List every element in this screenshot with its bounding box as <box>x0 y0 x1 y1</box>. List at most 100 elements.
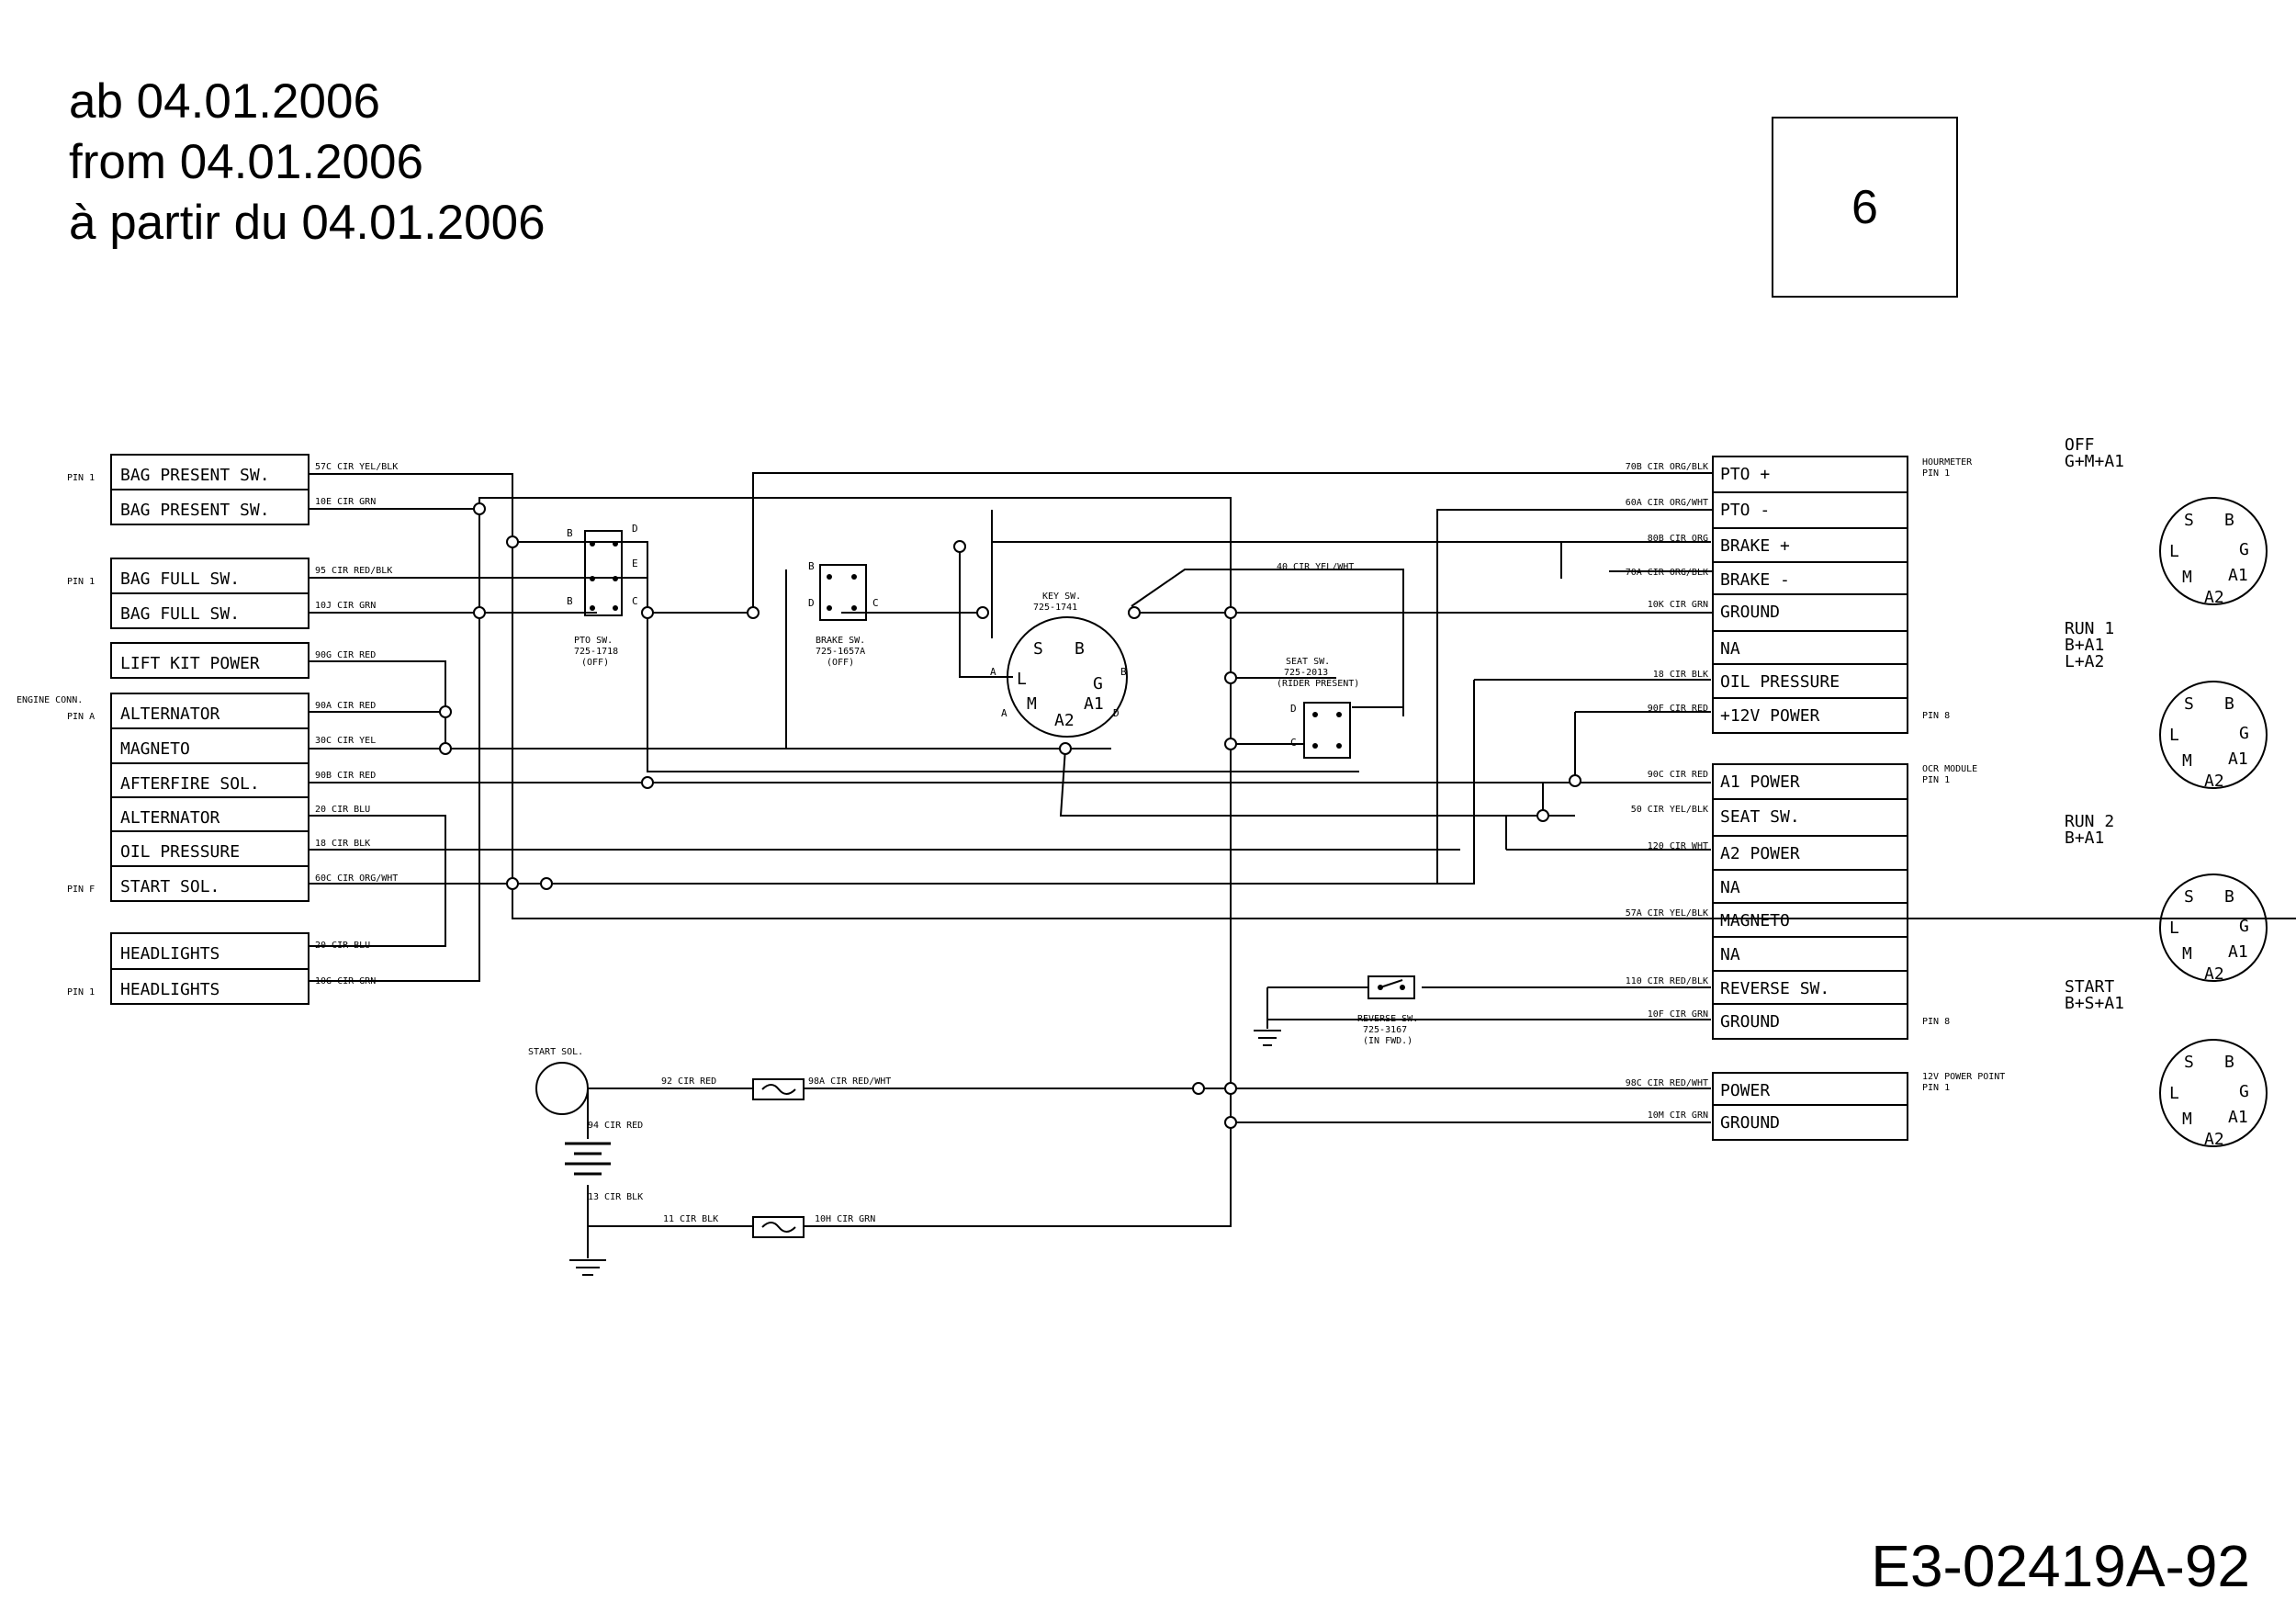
junction-dot <box>540 877 553 890</box>
right-connector-label: NA <box>1720 639 1740 659</box>
right-connector-label: PTO - <box>1720 501 1770 520</box>
left-wire-label: 18 CIR BLK <box>315 839 370 849</box>
junction-dot <box>1224 1116 1237 1129</box>
key-position-terminal: A2 <box>2204 964 2224 984</box>
svg-text:D: D <box>632 523 638 535</box>
engine-conn-label: ENGINE CONN. <box>17 695 83 705</box>
key-position-combo: B+A1 <box>2065 636 2104 655</box>
junction-dot <box>506 877 519 890</box>
svg-text:A1: A1 <box>1084 694 1104 714</box>
reverse-switch-part: 725-3167 <box>1363 1025 1407 1035</box>
right-wire-label: 98C CIR RED/WHT <box>1626 1078 1708 1088</box>
left-connector-label: LIFT KIT POWER <box>120 654 260 673</box>
key-position-terminal: S <box>2184 511 2194 530</box>
svg-text:M: M <box>1027 694 1037 714</box>
wire-10h: 10H CIR GRN <box>815 1214 875 1224</box>
left-wire-label: 20 CIR BLU <box>315 941 370 951</box>
fuse-bottom <box>752 1216 805 1238</box>
power-point-label: 12V POWER POINT <box>1922 1072 2005 1082</box>
right-connector-label: OIL PRESSURE <box>1720 672 1840 692</box>
left-wire-label: 10E CIR GRN <box>315 497 376 507</box>
svg-text:D: D <box>808 597 815 609</box>
junction-dot <box>1224 671 1237 684</box>
key-position-combo: G+M+A1 <box>2065 452 2124 471</box>
svg-text:B: B <box>1120 666 1127 678</box>
start-solenoid-label: START SOL. <box>528 1047 583 1057</box>
left-wire-label: 95 CIR RED/BLK <box>315 566 392 576</box>
pto-switch-part: 725-1718 <box>574 647 618 657</box>
right-connector-label: GROUND <box>1720 1012 1780 1031</box>
reverse-switch-name: REVERSE SW. <box>1357 1014 1418 1024</box>
right-connector-label: BRAKE - <box>1720 570 1790 590</box>
key-position-terminal: A1 <box>2228 566 2248 585</box>
junction-dot <box>953 540 966 553</box>
key-position-terminal: G <box>2239 917 2249 936</box>
key-position-terminal: M <box>2182 751 2192 771</box>
key-position-combo: B+A1 <box>2065 828 2104 848</box>
key-position-terminal: B <box>2224 1053 2234 1072</box>
key-position-terminal: S <box>2184 694 2194 714</box>
junction-dot <box>1536 809 1549 822</box>
key-position-terminal: S <box>2184 1053 2194 1072</box>
key-position-terminal: M <box>2182 1110 2192 1129</box>
right-connector-label: POWER <box>1720 1081 1770 1100</box>
wire-13: 13 CIR BLK <box>588 1192 643 1202</box>
left-pin-label: PIN A <box>67 712 95 722</box>
right-connector-block <box>1712 1072 1908 1141</box>
right-connector-label: GROUND <box>1720 603 1780 622</box>
right-wire-label: 18 CIR BLK <box>1653 670 1708 680</box>
ocr-module-pin: PIN 1 <box>1922 775 1950 785</box>
left-wire-label: 90B CIR RED <box>315 771 376 781</box>
pto-switch-name: PTO SW. <box>574 636 613 646</box>
svg-text:C: C <box>632 595 638 607</box>
left-pin-label: PIN 1 <box>67 577 95 587</box>
pin-8a: PIN 8 <box>1922 711 1950 721</box>
pin-8b: PIN 8 <box>1922 1017 1950 1027</box>
svg-text:A2: A2 <box>1054 711 1075 730</box>
pto-switch-state: (OFF) <box>581 658 609 668</box>
battery-symbol <box>565 1142 611 1176</box>
right-wire-label: 70B CIR ORG/BLK <box>1626 462 1708 472</box>
right-wire-label: 10F CIR GRN <box>1648 1009 1708 1020</box>
left-connector-label: OIL PRESSURE <box>120 842 240 862</box>
right-connector-label: A2 POWER <box>1720 844 1800 863</box>
right-connector-label: BRAKE + <box>1720 536 1790 556</box>
ground-symbol <box>569 1259 606 1276</box>
svg-text:B: B <box>567 527 573 539</box>
seat-switch-part: 725-2013 <box>1284 668 1328 678</box>
junction-dot <box>1569 774 1581 787</box>
svg-text:C: C <box>872 597 879 609</box>
junction-dot <box>439 742 452 755</box>
key-position-terminal: L <box>2169 726 2179 745</box>
right-wire-label: 80B CIR ORG <box>1648 534 1708 544</box>
left-connector-block <box>110 642 310 679</box>
right-wire-label: 120 CIR WHT <box>1648 841 1708 851</box>
junction-dot <box>1059 742 1072 755</box>
left-connector-label: BAG PRESENT SW. <box>120 466 270 485</box>
key-switch-name: KEY SW. <box>1042 592 1081 602</box>
brake-switch-name: BRAKE SW. <box>816 636 865 646</box>
key-position-terminal: B <box>2224 694 2234 714</box>
svg-text:B: B <box>808 560 815 572</box>
start-solenoid-circuit: START SOL. 92 CIR RED 98A CIR RED/WHT 94… <box>528 562 1354 1276</box>
left-pin-label: PIN 1 <box>67 473 95 483</box>
date-french: à partir du 04.01.2006 <box>69 196 546 250</box>
key-position-terminal: A2 <box>2204 588 2224 607</box>
svg-text:E: E <box>632 558 638 569</box>
junction-dot <box>1224 738 1237 750</box>
key-position-terminal: G <box>2239 1082 2249 1101</box>
right-wire-label: 110 CIR RED/BLK <box>1626 976 1708 986</box>
right-wire-label: 70A CIR ORG/BLK <box>1626 568 1708 578</box>
ocr-module-label: OCR MODULE <box>1922 764 1977 774</box>
svg-text:B: B <box>1075 639 1085 659</box>
left-connector-label: ALTERNATOR <box>120 808 220 828</box>
right-connector-label: MAGNETO <box>1720 911 1790 930</box>
seat-switch: DC SEAT SW. 725-2013 (RIDER PRESENT) <box>1277 657 1359 759</box>
key-position-terminal: A2 <box>2204 1130 2224 1149</box>
wire-40: 40 CIR YEL/WHT <box>1277 562 1354 572</box>
junction-dot <box>1128 606 1141 619</box>
